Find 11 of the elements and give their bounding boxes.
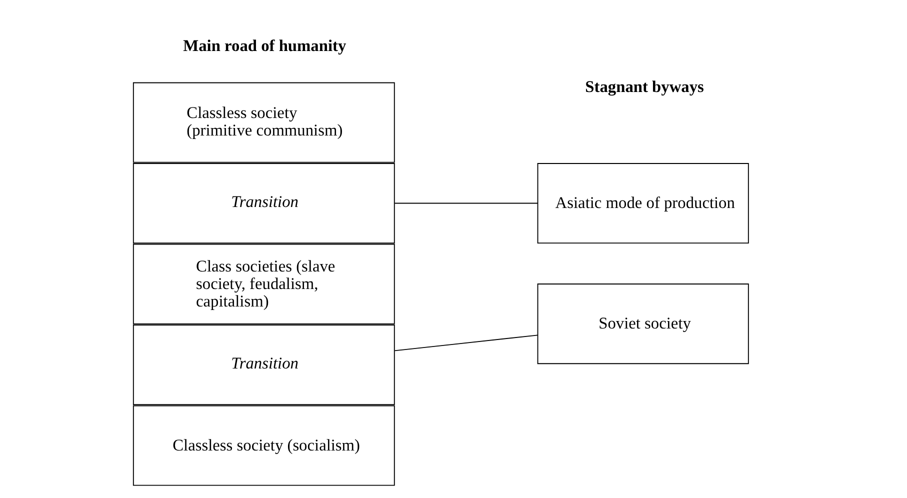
node-box: Transition (132, 324, 395, 405)
node-box: Classless society (socialism) (132, 404, 395, 486)
label: Main road of humanity (183, 35, 346, 54)
connector (394, 202, 538, 204)
label: Stagnant byways (585, 76, 704, 96)
node-box: Classless society (primitive communism) (132, 82, 395, 162)
node-box: Transition (132, 162, 395, 244)
node-box: Soviet society (537, 283, 749, 364)
connector (394, 334, 538, 351)
node-box: Asiatic mode of production (537, 162, 749, 244)
node-box: Class societies (slave society, feudalism, capitalism) (132, 243, 395, 324)
